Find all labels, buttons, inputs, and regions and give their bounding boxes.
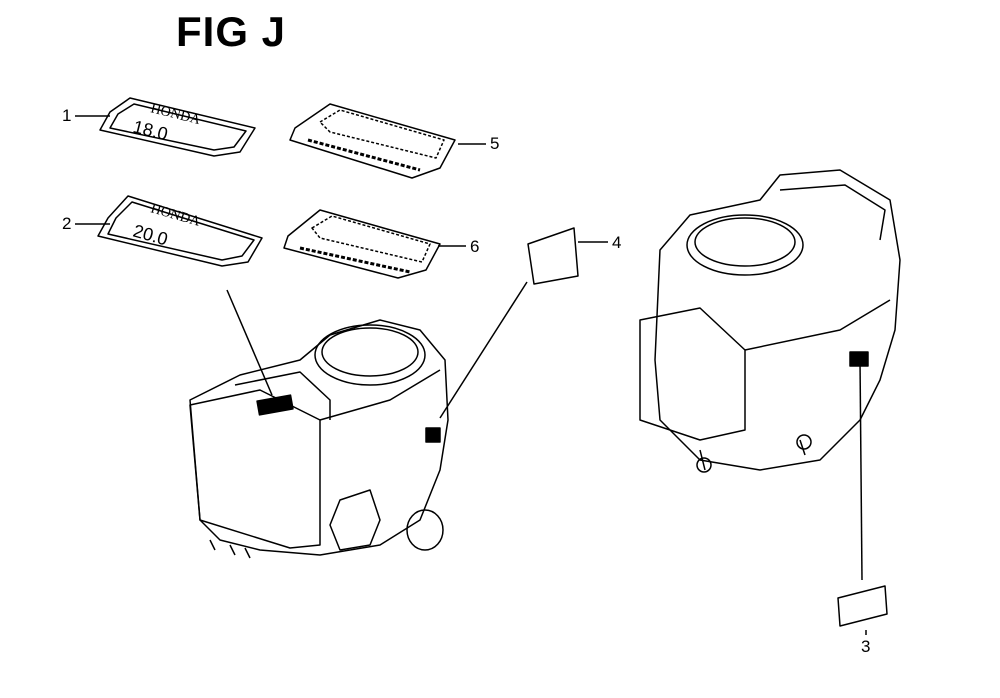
emblem-5	[290, 104, 455, 178]
leader-lines	[75, 116, 866, 635]
engine-left	[190, 320, 448, 558]
label-4	[528, 228, 578, 284]
label-3	[838, 586, 887, 626]
callout-2: 2	[62, 214, 72, 233]
figure-title: FIG J	[176, 8, 287, 55]
callout-3: 3	[861, 637, 871, 656]
callout-6: 6	[470, 237, 480, 256]
emblem-honda-20: HONDA 20.0	[98, 196, 262, 266]
svg-text:18.0: 18.0	[131, 116, 170, 144]
emblem-honda-18: HONDA 18.0	[100, 98, 255, 156]
callout-5: 5	[490, 134, 500, 153]
engine-right	[640, 170, 900, 472]
callout-4: 4	[612, 233, 622, 252]
emblem-6	[284, 210, 440, 278]
callout-1: 1	[62, 106, 72, 125]
